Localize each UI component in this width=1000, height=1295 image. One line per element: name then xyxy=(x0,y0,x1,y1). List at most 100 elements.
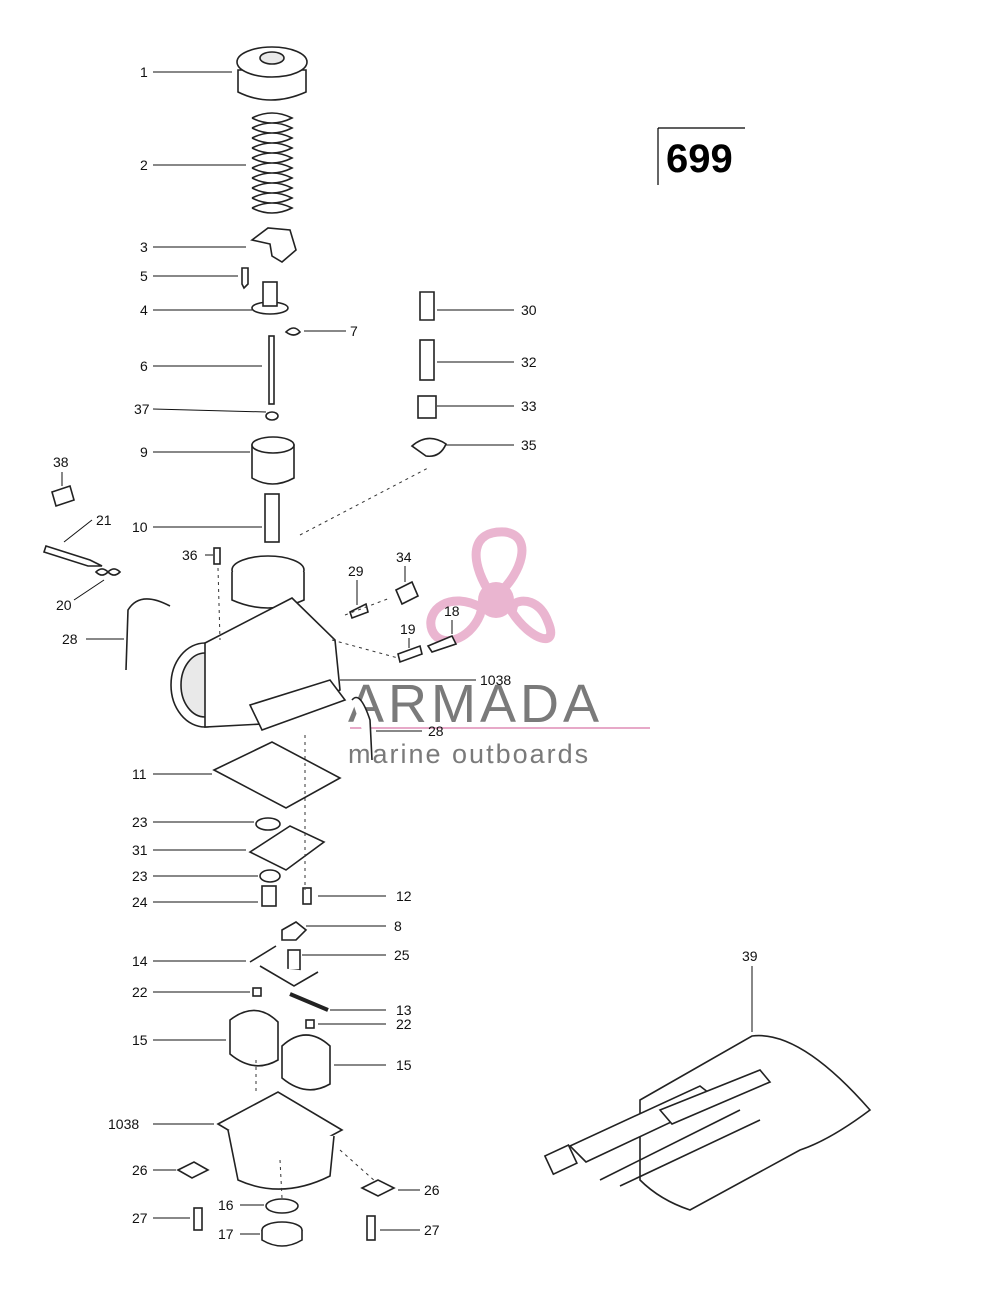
callout-10: 10 xyxy=(132,519,148,535)
part-starter-gasket xyxy=(410,437,447,458)
part-spring xyxy=(251,112,294,214)
callout-2: 2 xyxy=(140,157,148,173)
callout-33: 33 xyxy=(521,398,537,414)
callout-23-lower: 23 xyxy=(132,868,148,884)
part-screw-18 xyxy=(426,634,458,653)
callout-21: 21 xyxy=(96,512,112,528)
part-carburetor-body xyxy=(170,555,347,731)
callout-1038-upper: 1038 xyxy=(480,672,511,688)
part-small-spring xyxy=(94,568,122,576)
callout-27-left: 27 xyxy=(132,1210,148,1226)
part-drain-plug xyxy=(261,1221,303,1247)
callout-8: 8 xyxy=(394,918,402,934)
callout-11: 11 xyxy=(132,766,147,782)
callout-31: 31 xyxy=(132,842,148,858)
parts xyxy=(42,46,872,1247)
callout-13: 13 xyxy=(396,1002,412,1018)
part-o-ring-lower xyxy=(259,869,281,883)
callout-32: 32 xyxy=(521,354,537,370)
callout-30: 30 xyxy=(521,302,537,318)
callout-1: 1 xyxy=(140,64,148,80)
callout-1038-lower: 1038 xyxy=(108,1116,139,1132)
callout-labels: 1 2 3 5 4 7 6 37 9 38 21 10 36 20 28 30 … xyxy=(53,64,758,1242)
callout-29: 29 xyxy=(348,563,364,579)
callout-37: 37 xyxy=(134,401,150,417)
part-pin xyxy=(213,547,221,565)
plate-number: 699 xyxy=(666,137,733,181)
plate-number-box: 699 xyxy=(657,127,745,185)
part-tube-right xyxy=(351,696,373,761)
callout-27-right: 27 xyxy=(424,1222,440,1238)
part-needle-holder xyxy=(251,281,289,315)
callout-9: 9 xyxy=(140,444,148,460)
callout-24: 24 xyxy=(132,894,148,910)
part-needle-valve xyxy=(287,949,301,971)
callout-20: 20 xyxy=(56,597,72,613)
callout-6: 6 xyxy=(140,358,148,374)
part-clamp-left xyxy=(176,1161,210,1179)
part-tool-kit xyxy=(543,1034,872,1211)
callout-17: 17 xyxy=(218,1226,234,1242)
part-throttle-valve xyxy=(251,436,295,485)
callout-4: 4 xyxy=(140,302,148,318)
part-plate-31 xyxy=(248,825,326,871)
armada-logo: ARMADA marine outboards xyxy=(348,527,650,769)
part-cap xyxy=(236,46,308,101)
part-float-bowl-gasket xyxy=(212,741,342,809)
part-float-right xyxy=(281,1034,331,1091)
part-spring-19 xyxy=(397,644,423,664)
callout-26-right: 26 xyxy=(424,1182,440,1198)
part-cap-small xyxy=(51,484,75,508)
part-small-screw xyxy=(241,267,249,290)
callout-22-right: 22 xyxy=(396,1016,412,1032)
callout-28-right: 28 xyxy=(428,723,444,739)
part-screw-29 xyxy=(349,602,369,620)
part-idle-screw xyxy=(42,544,103,567)
part-starter-spring xyxy=(419,339,435,381)
callout-15-right: 15 xyxy=(396,1057,412,1073)
callout-7: 7 xyxy=(350,323,358,339)
part-needle-jet xyxy=(264,493,280,543)
callout-16: 16 xyxy=(218,1197,234,1213)
part-small-22a xyxy=(252,987,262,997)
part-main-jet xyxy=(261,885,277,907)
callout-15-left: 15 xyxy=(132,1032,148,1048)
callout-12: 12 xyxy=(396,888,412,904)
part-washer xyxy=(265,411,279,421)
callout-23-upper: 23 xyxy=(132,814,148,830)
part-clamp-right xyxy=(360,1179,396,1197)
callout-leaders xyxy=(61,71,753,1235)
part-holder-plate xyxy=(250,227,297,263)
part-drain-o-ring xyxy=(265,1198,299,1214)
callout-25: 25 xyxy=(394,947,410,963)
part-float-pin xyxy=(289,992,329,1012)
part-rubber-cap xyxy=(394,580,420,606)
brand-tagline: marine outboards xyxy=(348,739,590,769)
part-float-bowl xyxy=(216,1091,344,1190)
part-screw-27-right xyxy=(366,1215,376,1241)
part-o-ring-upper xyxy=(255,817,281,831)
part-starter-plunger xyxy=(417,395,437,419)
part-clip xyxy=(284,327,302,336)
part-starter-screw xyxy=(419,291,435,321)
part-jet-needle xyxy=(268,335,275,405)
callout-35: 35 xyxy=(521,437,537,453)
callout-39: 39 xyxy=(742,948,758,964)
callout-22-left: 22 xyxy=(132,984,148,1000)
part-nut-8 xyxy=(281,921,308,941)
part-small-22b xyxy=(305,1019,315,1029)
part-float-arm xyxy=(249,945,319,987)
callout-26-left: 26 xyxy=(132,1162,148,1178)
propeller-icon xyxy=(426,527,556,646)
callout-14: 14 xyxy=(132,953,148,969)
callout-19: 19 xyxy=(400,621,416,637)
part-screw-12 xyxy=(302,887,312,905)
part-screw-27-left xyxy=(193,1207,203,1231)
part-float-left xyxy=(229,1009,279,1067)
callout-36: 36 xyxy=(182,547,198,563)
part-tube-left xyxy=(125,598,171,671)
callout-3: 3 xyxy=(140,239,148,255)
callout-5: 5 xyxy=(140,268,148,284)
callout-28-left: 28 xyxy=(62,631,78,647)
